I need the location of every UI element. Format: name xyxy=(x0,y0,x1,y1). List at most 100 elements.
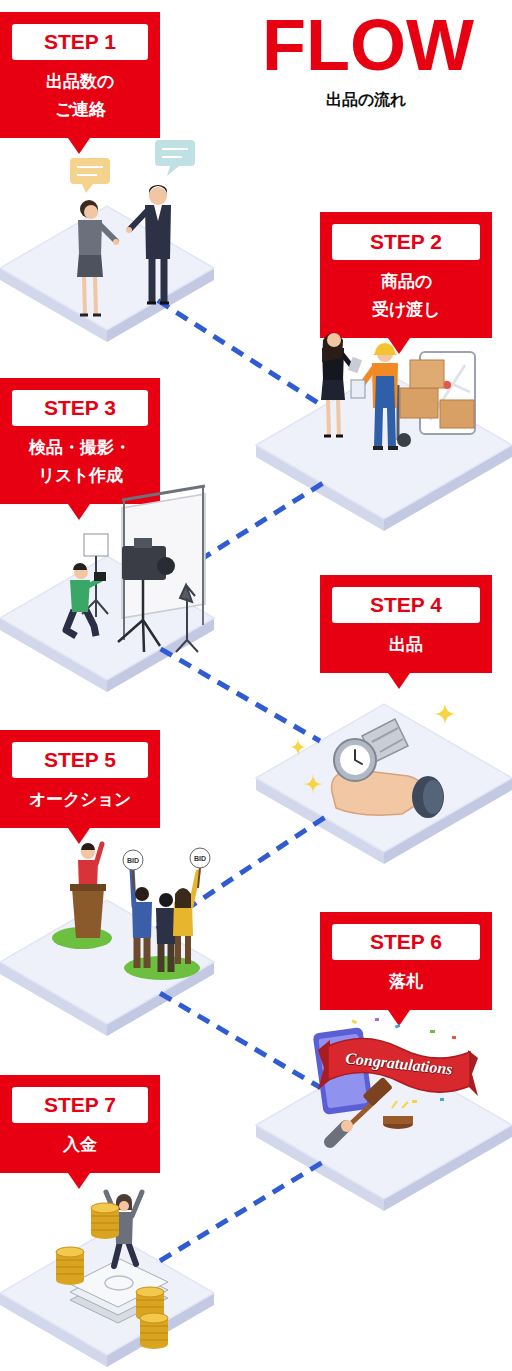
talk-illustration-part xyxy=(152,258,164,303)
auction-illustration-part xyxy=(135,887,149,901)
studio-illustration-part xyxy=(157,557,175,575)
step-callout: STEP 5オークション xyxy=(0,730,160,828)
talk-illustration-part xyxy=(155,140,195,166)
auction-illustration-part xyxy=(124,956,200,980)
auction-illustration-part xyxy=(70,884,106,891)
handover-illustration-part xyxy=(397,433,411,447)
platform-shape xyxy=(256,371,512,531)
payment-illustration-part xyxy=(91,1203,119,1213)
winning-bid-illustration-part xyxy=(430,1030,435,1033)
talk-illustration-part xyxy=(77,167,103,175)
winning-bid-illustration-part xyxy=(452,1036,456,1039)
step-callout: STEP 1出品数の ご連絡 xyxy=(0,12,160,138)
auction-illustration-part xyxy=(137,936,147,968)
step-title: 出品 xyxy=(351,631,461,659)
dashed-connector xyxy=(158,301,323,407)
payment-illustration-part xyxy=(106,1192,142,1216)
step-platform: STEP 6落札 xyxy=(256,1051,512,1211)
winning-bid-illustration-part xyxy=(341,1120,353,1132)
studio-illustration-part xyxy=(180,585,195,602)
handover-illustration-part xyxy=(420,352,475,434)
subtitle: 出品の流れ xyxy=(326,90,406,111)
winning-bid-illustration-part xyxy=(362,1077,393,1107)
talk-illustration-part xyxy=(167,166,179,176)
winning-bid-illustration-part xyxy=(328,1038,470,1092)
step-platform: STEP 2商品の 受け渡し xyxy=(256,371,512,531)
winning-bid-illustration-part xyxy=(440,1098,444,1101)
talk-illustration-part xyxy=(77,200,119,315)
callout-pointer xyxy=(68,504,90,520)
winning-bid-illustration-part xyxy=(383,1116,413,1124)
auction-illustration-part xyxy=(133,868,200,890)
talk-illustration-part xyxy=(149,187,167,205)
payment-illustration-part xyxy=(105,1276,133,1290)
handover-illustration-part xyxy=(450,410,460,420)
payment-illustration-part xyxy=(56,1260,84,1274)
winning-bid-illustration-part xyxy=(392,1101,408,1108)
talk-illustration-part xyxy=(149,185,167,195)
handover-illustration-part xyxy=(373,343,397,355)
handover-illustration-part xyxy=(348,357,362,374)
payment-illustration-part xyxy=(116,1194,132,1210)
auction-illustration-part xyxy=(178,934,188,964)
auction-illustration-part xyxy=(156,893,176,972)
platform-shape xyxy=(0,556,214,692)
watch-illustration-part xyxy=(423,780,443,814)
payment-illustration-part xyxy=(140,1318,168,1344)
studio-illustration-part xyxy=(124,486,203,640)
talk-illustration-part xyxy=(154,205,162,221)
payment-illustration-part xyxy=(136,1287,164,1297)
auction-illustration-part xyxy=(52,927,112,949)
handover-illustration-part xyxy=(351,380,365,398)
platform-shape xyxy=(256,1051,512,1211)
handover-illustration-part xyxy=(351,343,398,448)
winning-bid-illustration-part xyxy=(468,1050,478,1096)
handover-illustration-part xyxy=(321,333,362,436)
platform-top xyxy=(0,1231,214,1355)
handover-illustration-part xyxy=(324,435,343,438)
talk-illustration-part xyxy=(147,302,169,305)
payment-illustration-part xyxy=(91,1208,119,1234)
handover-illustration-part xyxy=(377,346,393,362)
payment-illustration-part xyxy=(136,1311,164,1321)
auction-illustration-part xyxy=(81,845,95,859)
handover-illustration-part xyxy=(372,363,398,408)
studio-illustration-part xyxy=(122,546,166,580)
step-platform: STEP 1出品数の ご連絡 xyxy=(0,206,214,342)
handover-illustration-part xyxy=(361,368,374,386)
auction-illustration-part xyxy=(159,893,173,907)
handover-illustration-part xyxy=(321,378,345,400)
payment-illustration-part xyxy=(56,1252,84,1280)
dashed-connector xyxy=(161,649,320,741)
paddle-text: BID xyxy=(194,855,206,862)
watch-illustration-part xyxy=(412,776,444,818)
auction-illustration xyxy=(52,843,210,980)
paddle-text: BID xyxy=(127,857,139,864)
studio-illustration-part xyxy=(122,494,205,618)
step-callout: STEP 7入金 xyxy=(0,1075,160,1173)
platform-top xyxy=(256,371,512,519)
studio-illustration-part xyxy=(134,538,152,548)
studio-illustration-part xyxy=(66,563,106,636)
platform-top xyxy=(256,1051,512,1199)
winning-bid-illustration-part xyxy=(383,1119,413,1129)
auction-illustration-part xyxy=(81,843,95,850)
step-callout: STEP 4出品 xyxy=(320,575,492,673)
winning-bid-illustration-part xyxy=(412,1100,417,1103)
studio-illustration-part xyxy=(88,580,100,586)
handover-illustration-part xyxy=(373,446,398,450)
auction-illustration-part xyxy=(173,872,198,964)
studio-illustration xyxy=(66,486,205,652)
callout-pointer xyxy=(68,828,90,844)
platform-top xyxy=(0,556,214,680)
studio-illustration-part xyxy=(176,598,198,652)
winning-bid-illustration-part xyxy=(318,1040,330,1090)
studio-illustration-part xyxy=(66,610,96,636)
auction-illustration-part xyxy=(156,908,176,944)
talk-illustration-part xyxy=(70,158,110,184)
step-badge: STEP 1 xyxy=(12,24,148,60)
payment-illustration-part xyxy=(114,1242,136,1266)
step-title: 検品・撮影・ リスト作成 xyxy=(25,434,135,490)
step-badge: STEP 5 xyxy=(12,742,148,778)
